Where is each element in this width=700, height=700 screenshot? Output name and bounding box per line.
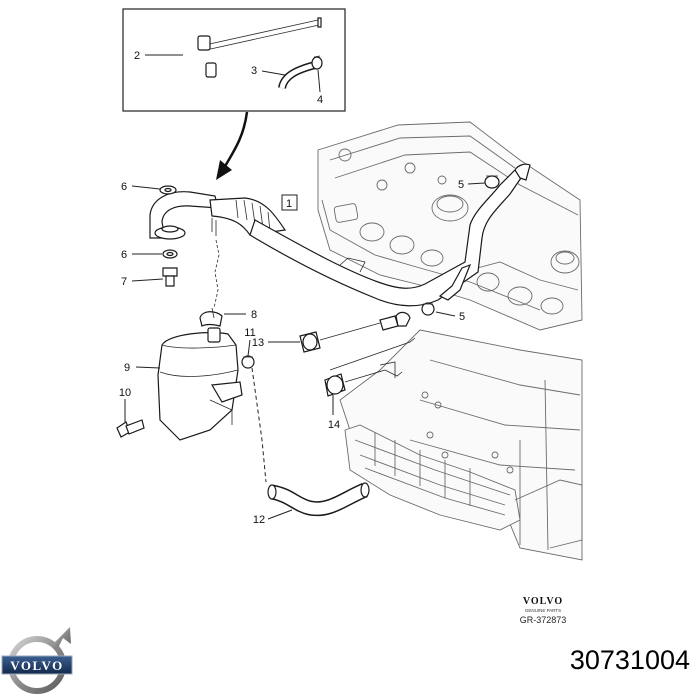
washer-6-lower xyxy=(162,249,178,259)
callout-numbers: 1 2 3 4 5 5 6 6 7 8 9 10 11 12 13 14 xyxy=(119,50,465,526)
inset-arrow xyxy=(216,111,249,180)
stamp-reference: GR-372873 xyxy=(520,615,567,625)
oil-trap-9 xyxy=(157,327,243,441)
stamp-brand: VOLVO xyxy=(523,596,563,607)
clamp-11 xyxy=(241,355,255,369)
callout-4: 4 xyxy=(317,94,323,106)
callout-12: 12 xyxy=(253,514,265,526)
clip-8 xyxy=(199,307,223,327)
callout-6-lower: 6 xyxy=(121,249,127,261)
callout-14: 14 xyxy=(328,419,340,431)
clamp-5-lower xyxy=(421,302,435,316)
inset-detail-box xyxy=(122,8,346,112)
clamp-5-upper xyxy=(484,175,500,189)
callout-6-upper: 6 xyxy=(121,181,127,193)
callout-box-1 xyxy=(281,194,298,211)
genuine-parts-stamp: VOLVO GENUINE PARTS GR-372873 xyxy=(520,596,567,625)
callout-1: 1 xyxy=(286,198,292,210)
callout-7: 7 xyxy=(121,276,127,288)
callout-10: 10 xyxy=(119,387,131,399)
callout-11: 11 xyxy=(244,327,255,339)
grommet-13 xyxy=(299,311,411,353)
bolt-7 xyxy=(162,267,178,287)
callout-9: 9 xyxy=(124,362,130,374)
callout-8: 8 xyxy=(251,309,257,321)
leader-lines xyxy=(124,54,486,520)
hose-route-dashed xyxy=(251,367,267,483)
callout-5-upper: 5 xyxy=(458,179,464,191)
hose-12 xyxy=(267,482,370,517)
bolt-10 xyxy=(116,419,145,438)
callout-5-lower: 5 xyxy=(459,311,465,323)
grommet-14 xyxy=(324,337,416,397)
callout-3: 3 xyxy=(251,65,257,77)
callout-2: 2 xyxy=(134,50,140,62)
volvo-logo-text: VOLVO xyxy=(10,658,63,673)
callout-13: 13 xyxy=(252,337,264,349)
stamp-subtitle: GENUINE PARTS xyxy=(525,608,561,613)
breather-hose-assembly xyxy=(149,163,531,309)
washer-6-upper xyxy=(159,185,177,195)
volvo-logo: VOLVO xyxy=(1,627,73,694)
part-number: 30731004 xyxy=(569,645,690,675)
